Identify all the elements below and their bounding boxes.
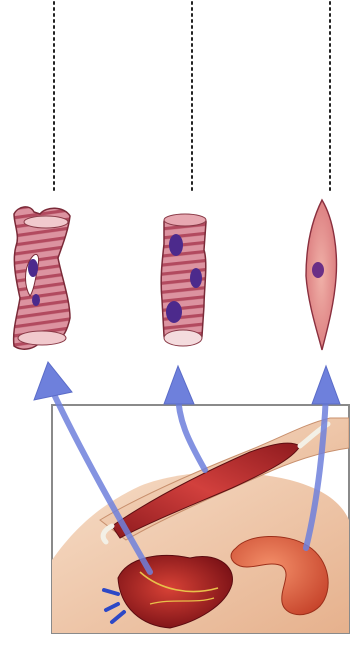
- cardiac-muscle-cell: [14, 207, 70, 349]
- arrowhead-skeletal: [164, 366, 194, 404]
- arrowhead-smooth: [312, 366, 340, 404]
- body-illustration: [52, 405, 349, 633]
- skeletal-muscle-fiber: [161, 214, 206, 346]
- leader-lines: [54, 2, 330, 190]
- arrowheads: [34, 362, 340, 404]
- smooth-muscle-cell: [306, 200, 336, 350]
- arrowhead-cardiac: [34, 362, 72, 400]
